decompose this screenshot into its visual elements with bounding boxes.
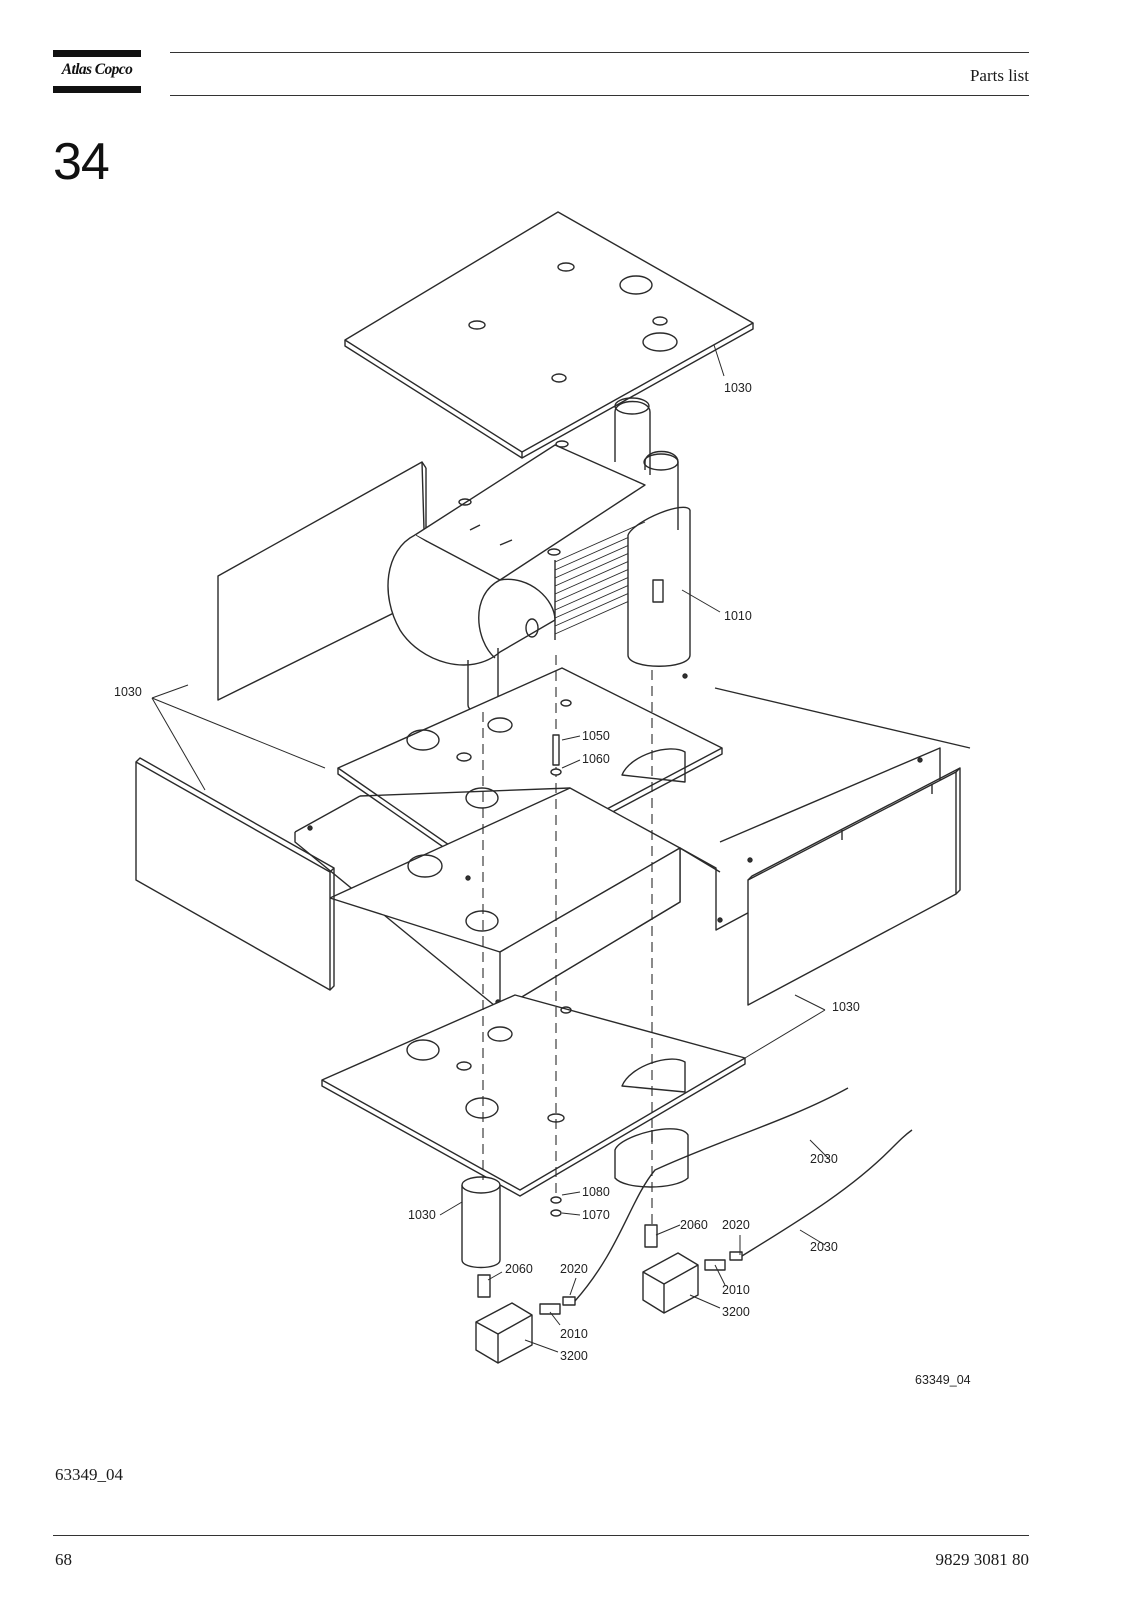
- callout-2060-a: 2060: [505, 1262, 533, 1276]
- callout-1080: 1080: [582, 1185, 610, 1199]
- callout-2030-a: 2030: [810, 1152, 838, 1166]
- stud-and-nuts: [550, 734, 562, 1217]
- callout-2010-a: 2010: [560, 1327, 588, 1341]
- callout-1030-bottom: 1030: [408, 1208, 436, 1222]
- footer-rule: [53, 1535, 1029, 1536]
- callout-1030-right: 1030: [832, 1000, 860, 1014]
- logo-wordmark: Atlas Copco: [61, 61, 133, 78]
- left-panel-lower: [135, 757, 335, 991]
- leader-lines: [151, 344, 831, 1353]
- drawing-id-label: 63349_04: [915, 1373, 971, 1387]
- header-rule-top: [170, 52, 1029, 53]
- callout-1010: 1010: [724, 609, 752, 623]
- callout-2010-b: 2010: [722, 1283, 750, 1297]
- callout-1030-left: 1030: [114, 685, 142, 699]
- right-panel: [747, 767, 961, 1006]
- callout-2060-b: 2060: [680, 1218, 708, 1232]
- atlas-copco-logo: Atlas Copco: [53, 50, 141, 94]
- drain-valve-right: [642, 1224, 743, 1314]
- dryer-module: [387, 397, 691, 714]
- figure-caption: 63349_04: [55, 1465, 123, 1484]
- header-rule-bottom: [170, 95, 1029, 96]
- base-frame: [294, 673, 971, 1011]
- page-number: 68: [55, 1550, 72, 1569]
- document-number: 9829 3081 80: [935, 1550, 1030, 1569]
- drain-hoses: [574, 1087, 913, 1302]
- callout-2020-a: 2020: [560, 1262, 588, 1276]
- logo-bar-top: [53, 50, 141, 57]
- callout-1070: 1070: [582, 1208, 610, 1222]
- header-title: Parts list: [969, 66, 1029, 85]
- top-cover-panel: [344, 211, 754, 459]
- callout-1050: 1050: [582, 729, 610, 743]
- drawing-linework: [135, 211, 971, 1364]
- section-number: 34: [53, 133, 110, 191]
- exploded-parts-drawing: 1030 1010 1030 1050 1060 1030 2030 1080 …: [114, 211, 971, 1387]
- callout-3200-b: 3200: [722, 1305, 750, 1319]
- drain-valve-left: [475, 1274, 576, 1364]
- callout-2030-b: 2030: [810, 1240, 838, 1254]
- callout-1060: 1060: [582, 752, 610, 766]
- callout-1030-top: 1030: [724, 381, 752, 395]
- callout-2020-b: 2020: [722, 1218, 750, 1232]
- bottom-filter-cylinder: [461, 1176, 501, 1269]
- logo-bar-bottom: [53, 86, 141, 93]
- callout-3200-a: 3200: [560, 1349, 588, 1363]
